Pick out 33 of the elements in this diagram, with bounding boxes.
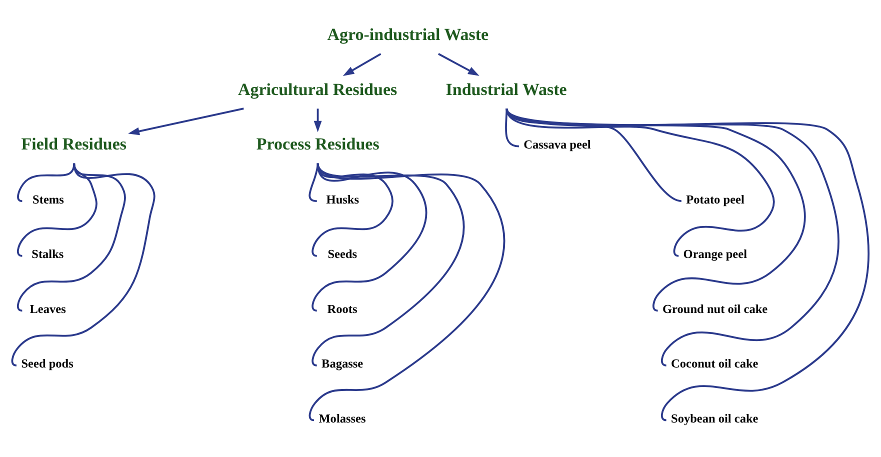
arrow bbox=[438, 53, 480, 76]
node-text: Soybean oil cake bbox=[671, 411, 758, 426]
node-text: Coconut oil cake bbox=[671, 356, 758, 371]
arrow bbox=[314, 108, 322, 132]
connector bbox=[17, 163, 126, 312]
node-text: Ground nut oil cake bbox=[662, 302, 768, 316]
node-text: Potato peel bbox=[686, 192, 744, 206]
node-text: Orange peel bbox=[683, 247, 747, 262]
node-text: Leaves bbox=[30, 302, 66, 316]
connector bbox=[17, 163, 76, 202]
node-text: Agricultural Residues bbox=[238, 80, 398, 99]
node-text: Industrial Waste bbox=[446, 80, 567, 99]
connector bbox=[506, 108, 806, 312]
node-text: Stalks bbox=[32, 247, 64, 262]
node-text: Husks bbox=[326, 192, 360, 206]
arrow bbox=[128, 108, 244, 136]
node-text: Molasses bbox=[318, 411, 366, 426]
connector bbox=[16, 163, 98, 257]
connector bbox=[11, 163, 156, 366]
node-text: Bagasse bbox=[322, 356, 364, 371]
connector bbox=[506, 108, 682, 202]
node-text: Cassava peel bbox=[524, 138, 591, 152]
connector bbox=[506, 108, 775, 257]
node-text: Agro-industrial Waste bbox=[327, 24, 489, 44]
arrow bbox=[342, 53, 382, 76]
connector bbox=[312, 163, 465, 366]
node-text: Process Residues bbox=[256, 134, 380, 154]
node-text: Seed pods bbox=[21, 356, 74, 371]
node-text: Seeds bbox=[328, 247, 358, 262]
connector bbox=[308, 163, 506, 421]
node-text: Roots bbox=[327, 302, 358, 316]
node-text: Stems bbox=[32, 192, 64, 206]
node-text: Field Residues bbox=[21, 134, 127, 154]
